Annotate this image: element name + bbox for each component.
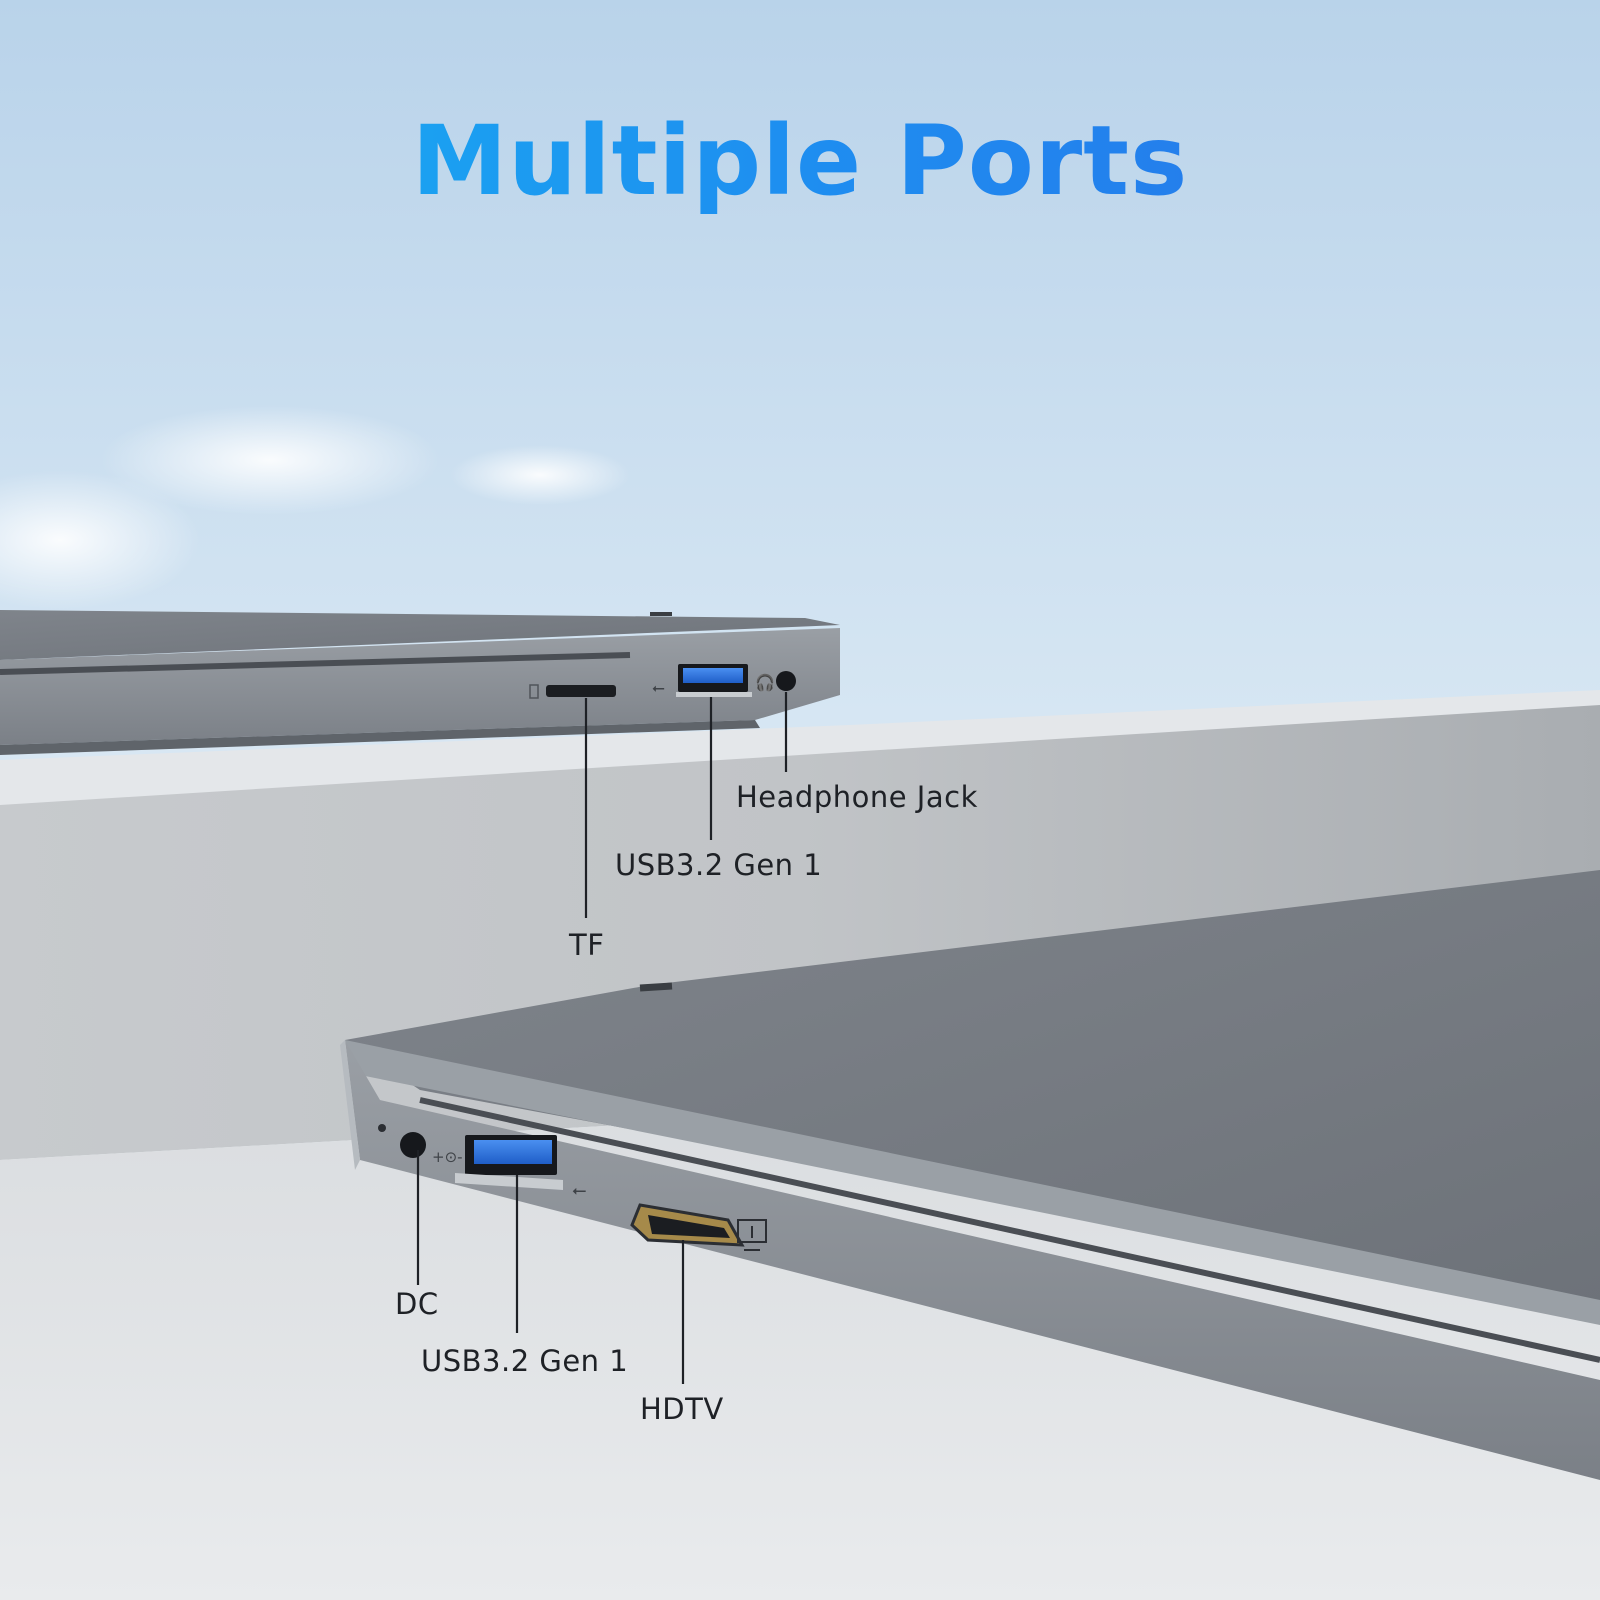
- bottom-laptop: +⊙- ⭠: [340, 870, 1600, 1480]
- tf-card-icon: [529, 684, 539, 699]
- usb-bottom-label: USB3.2 Gen 1: [421, 1344, 629, 1378]
- usb-symbol-icon: ⭠: [572, 1180, 586, 1201]
- headphone-icon: 🎧: [755, 673, 775, 692]
- indicator-led: [378, 1124, 386, 1132]
- cloud: [100, 405, 440, 515]
- dc-symbol-icon: +⊙-: [432, 1148, 463, 1166]
- display-icon: [737, 1219, 767, 1243]
- tf-label: TF: [569, 928, 605, 962]
- cloud: [0, 470, 200, 610]
- tf-card-slot: [546, 685, 616, 697]
- ledge-top-surface: [0, 690, 1600, 805]
- page-title: Multiple Ports: [0, 105, 1600, 217]
- top-laptop: ⭠ 🎧: [0, 610, 840, 755]
- dc-power-port: [400, 1132, 426, 1158]
- usb-top-label: USB3.2 Gen 1: [615, 848, 823, 882]
- hdtv-label: HDTV: [640, 1392, 724, 1426]
- dc-label: DC: [395, 1287, 439, 1321]
- cloud: [450, 445, 630, 505]
- usb-symbol-icon: ⭠: [652, 678, 665, 697]
- headphone-jack-port: [776, 671, 796, 691]
- headphone-jack-label: Headphone Jack: [736, 780, 978, 814]
